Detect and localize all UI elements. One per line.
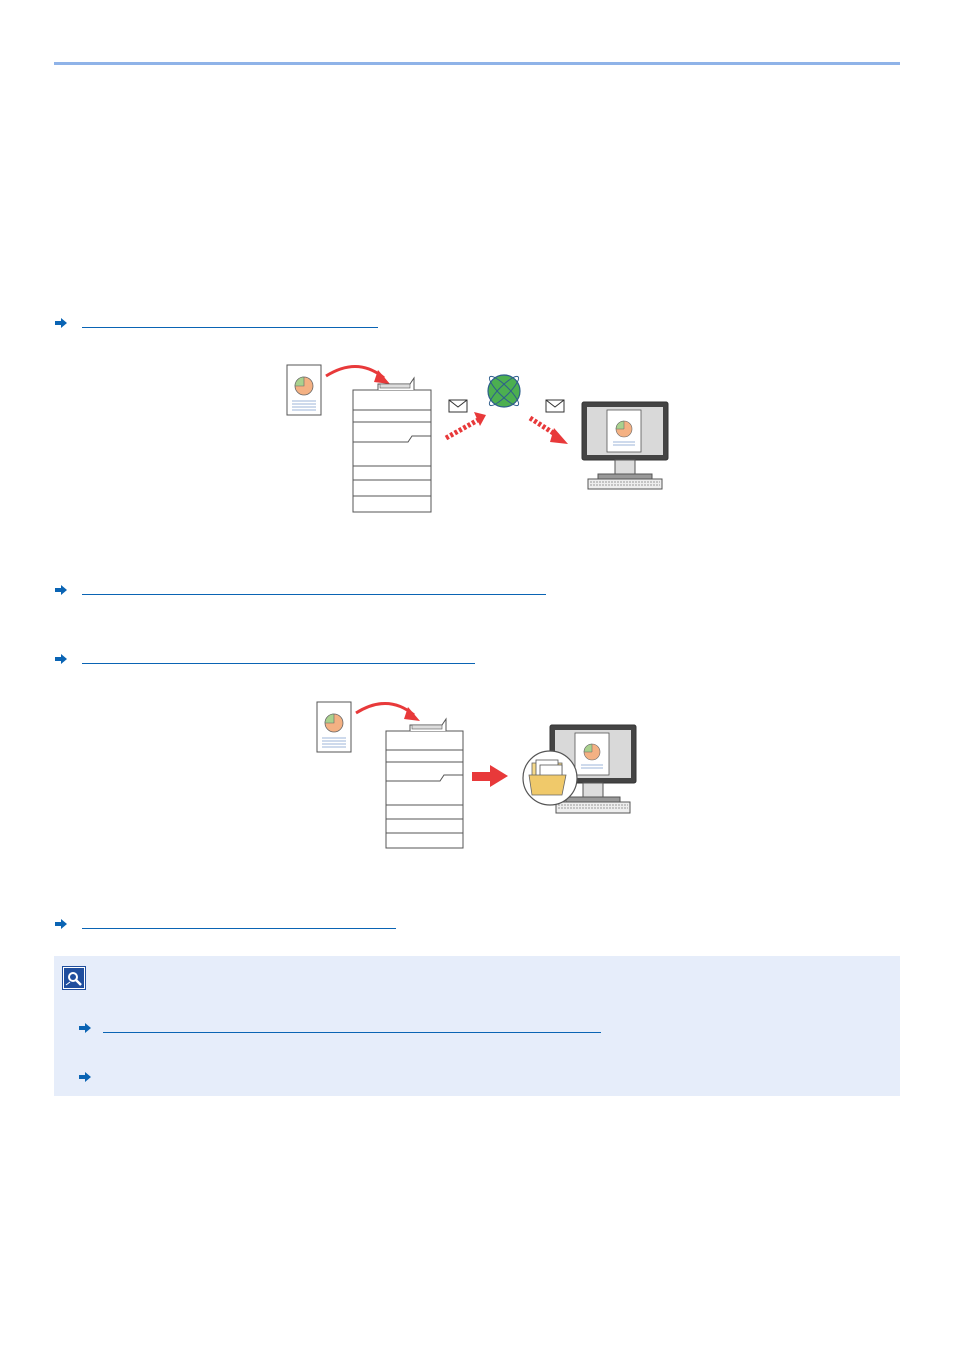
arrow-right-icon	[55, 919, 67, 929]
email-send-illustration	[286, 364, 669, 513]
folder-send-illustration	[316, 701, 637, 849]
reference-link-send-to-me[interactable]	[54, 583, 554, 599]
arrow-right-icon	[55, 318, 67, 328]
link-underline	[103, 1032, 601, 1033]
reference-link-ftp[interactable]	[54, 917, 404, 933]
arrow-right-icon	[55, 654, 67, 664]
envelope-icon	[448, 399, 468, 413]
reference-link-folder[interactable]	[54, 652, 484, 668]
note-icon	[62, 966, 86, 990]
globe-icon	[487, 374, 521, 408]
link-underline	[82, 594, 546, 595]
document-icon	[286, 364, 322, 416]
printer-icon	[352, 376, 432, 513]
folder-icon	[522, 750, 578, 806]
reference-link-email[interactable]	[54, 316, 384, 332]
envelope-icon	[545, 399, 565, 413]
computer-monitor-icon	[581, 401, 669, 490]
header-rule	[54, 62, 900, 65]
arrow-right-icon	[79, 1072, 91, 1082]
document-icon	[316, 701, 352, 753]
note-reference-link-1[interactable]	[78, 1021, 638, 1037]
arrow-right-icon	[79, 1023, 91, 1033]
link-underline	[82, 928, 396, 929]
link-underline	[82, 663, 475, 664]
printer-icon	[385, 717, 464, 849]
note-box	[54, 956, 900, 1096]
arrow-right-icon	[55, 585, 67, 595]
link-underline	[82, 327, 378, 328]
note-reference-link-2[interactable]	[78, 1070, 118, 1086]
